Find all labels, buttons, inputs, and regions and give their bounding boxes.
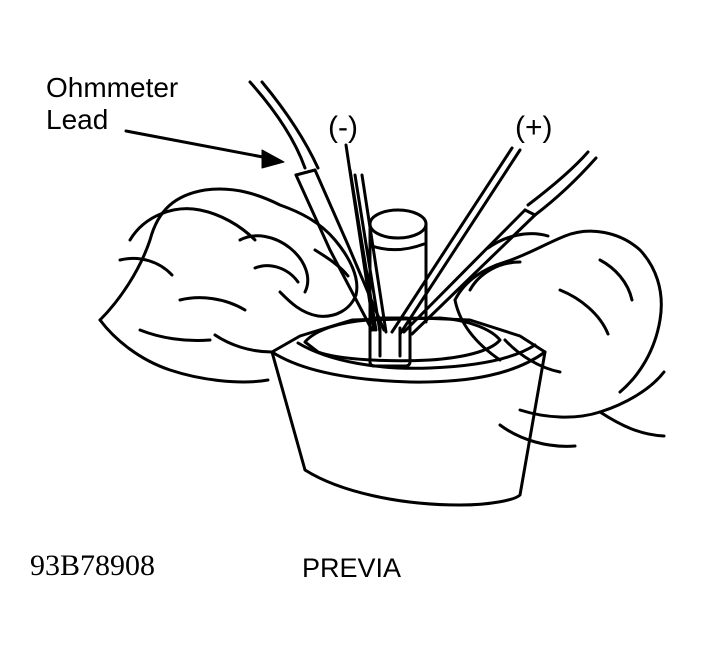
right-hand bbox=[455, 231, 664, 446]
model-caption: PREVIA bbox=[302, 553, 402, 583]
left-hand bbox=[100, 189, 357, 382]
negative-terminal-label: (-) bbox=[328, 111, 358, 144]
positive-terminal-label: (+) bbox=[515, 111, 553, 144]
ohmmeter-lead-label-line1: Ohmmeter bbox=[46, 72, 179, 103]
figure-code: 93B78908 bbox=[30, 549, 156, 582]
probe-negative bbox=[355, 175, 386, 332]
ohmmeter-lead-right bbox=[392, 148, 596, 334]
leader-arrow bbox=[126, 131, 284, 168]
ohmmeter-lead-label-line2: Lead bbox=[46, 104, 109, 135]
ohmmeter-lead-left bbox=[250, 82, 384, 330]
component-housing bbox=[272, 318, 545, 505]
